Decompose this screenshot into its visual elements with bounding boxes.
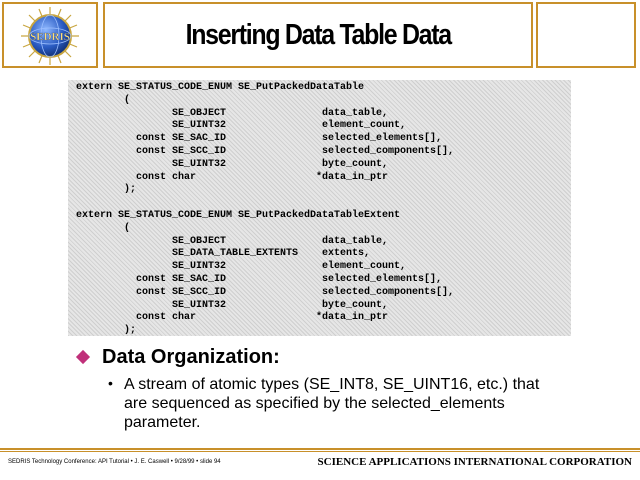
title-box: Inserting Data Table Data [103,2,533,68]
logo-text: SEDRIS [30,31,70,43]
code-line: SE_OBJECT data_table, [76,107,389,119]
sub-bullet-text: A stream of atomic types (SE_INT8, SE_UI… [124,376,540,431]
footer-credit: SEDRIS Technology Conference: API Tutori… [8,459,221,465]
slide-title: Inserting Data Table Data [185,18,452,51]
code-line: SE_DATA_TABLE_EXTENTS extents, [76,248,371,260]
logo-box: SEDRIS [2,2,98,68]
code-line: ( [76,94,131,106]
code-line: extern SE_STATUS_CODE_ENUM SE_PutPackedD… [76,210,401,221]
code-line: SE_UINT32 byte_count, [76,299,389,311]
main-bullet-label: Data Organization: [102,346,280,368]
code-line: const SE_SAC_ID selected_elements[], [76,133,443,145]
main-bullet: Data Organization: [75,346,596,370]
blank-corner-box [536,2,636,68]
code-line: ); [76,325,137,337]
sedris-logo: SEDRIS [21,7,79,65]
code-line: ( [76,222,131,234]
code-line: SE_UINT32 element_count, [76,261,407,273]
footer-company: SCIENCE APPLICATIONS INTERNATIONAL CORPO… [317,456,632,468]
code-line: ); [76,184,137,196]
code-line: const char *data_in_ptr [76,171,389,183]
footer-rule [0,448,640,450]
code-line: const SE_SAC_ID selected_elements[], [76,274,443,285]
code-line: SE_UINT32 byte_count, [76,158,389,170]
code-line: const char *data_in_ptr [76,312,389,324]
diamond-bullet-icon [75,349,91,365]
code-line: const SE_SCC_ID selected_components[], [76,286,455,298]
code-panel: extern SE_STATUS_CODE_ENUM SE_PutPackedD… [68,80,571,336]
code-line: const SE_SCC_ID selected_components[], [76,146,455,157]
code-line: SE_OBJECT data_table, [76,235,389,247]
code-line: SE_UINT32 element_count, [76,120,407,132]
code-line: extern SE_STATUS_CODE_ENUM SE_PutPackedD… [76,82,365,93]
footer-rule-thin [0,451,640,452]
dot-bullet-icon: • [108,375,113,391]
